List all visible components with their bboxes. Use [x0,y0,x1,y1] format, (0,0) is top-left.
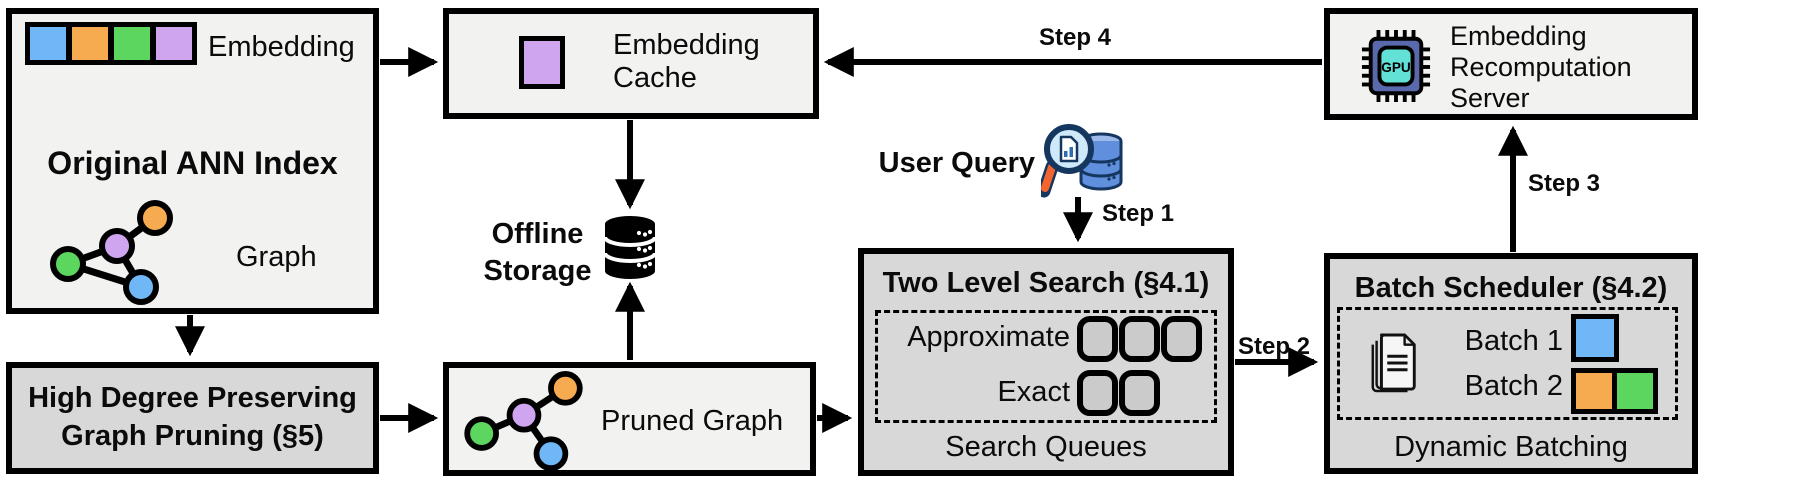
approximate-label: Approximate [907,321,1070,353]
approximate-queue-slots [1077,316,1202,362]
database-stack-icon [602,215,658,281]
user-query-label: User Query [878,147,1035,179]
graph-pruning-box: High Degree Preserving Graph Pruning (§5… [6,362,379,474]
pruned-graph-label: Pruned Graph [601,405,784,437]
exact-queue-slots [1077,370,1160,416]
step-3-label: Step 3 [1528,170,1601,197]
batch-2-embedding-icon [1571,368,1658,414]
original-ann-index-box: Embedding Original ANN Index Graph [6,8,379,314]
embedding-chip-blue [1576,319,1614,357]
step-2-label: Step 2 [1238,333,1311,360]
embedding-cache-box: Embedding Cache [443,8,819,119]
queue-slot [1161,316,1202,362]
queue-slot [1119,316,1160,362]
two-level-search-title: Two Level Search (§4.1) [882,267,1210,299]
ann-index-title: Original ANN Index [47,145,338,181]
exact-label: Exact [997,376,1070,408]
step-1-label: Step 1 [1102,200,1175,227]
graph-pruning-title: High Degree Preserving Graph Pruning (§5… [28,382,357,452]
embedding-chip-green [114,27,150,60]
two-level-search-box: Two Level Search (§4.1) Approximate Exac… [858,248,1234,476]
search-queues-dashed-region [875,310,1217,423]
batch-scheduler-box: Batch Scheduler (§4.2) Batch 1 Batch [1324,253,1698,474]
dynamic-batching-caption: Dynamic Batching [1394,431,1628,463]
queue-slot [1077,316,1118,362]
pruned-graph-nodes-icon [459,370,589,472]
queue-slot [1119,370,1160,416]
embedding-chip-blue [30,27,66,60]
batch-1-embedding-icon [1571,314,1619,362]
recomputation-server-box: GPU Embedding Recomputation Server [1324,8,1698,120]
graph-label: Graph [236,241,317,273]
embedding-label: Embedding [208,31,355,63]
queue-slot [1077,370,1118,416]
embedding-cache-title: Embedding Cache [613,29,760,94]
pruned-graph-box: Pruned Graph [443,362,816,476]
batch-scheduler-title: Batch Scheduler (§4.2) [1354,272,1668,304]
recomputation-server-title: Embedding Recomputation Server [1450,21,1632,113]
document-stack-icon [1366,331,1422,395]
offline-storage-label: Offline Storage [483,218,592,288]
cached-embedding-icon [519,36,565,89]
embedding-chip-green [1617,373,1653,409]
gpu-chip-label: GPU [1381,60,1411,75]
magnifier-database-icon [1041,119,1125,203]
embedding-chip-orange [1576,373,1612,409]
batch-1-label: Batch 1 [1464,325,1563,357]
embedding-vector-icon [25,22,197,65]
batch-2-label: Batch 2 [1464,370,1563,402]
step-4-label: Step 4 [1038,24,1112,51]
graph-nodes-icon [42,196,180,306]
embedding-chip-purple [524,41,560,84]
embedding-chip-purple [156,27,192,60]
dynamic-batching-dashed-region [1337,307,1678,420]
gpu-chip-icon: GPU [1360,28,1432,104]
embedding-chip-orange [72,27,108,60]
search-queues-caption: Search Queues [945,431,1147,463]
